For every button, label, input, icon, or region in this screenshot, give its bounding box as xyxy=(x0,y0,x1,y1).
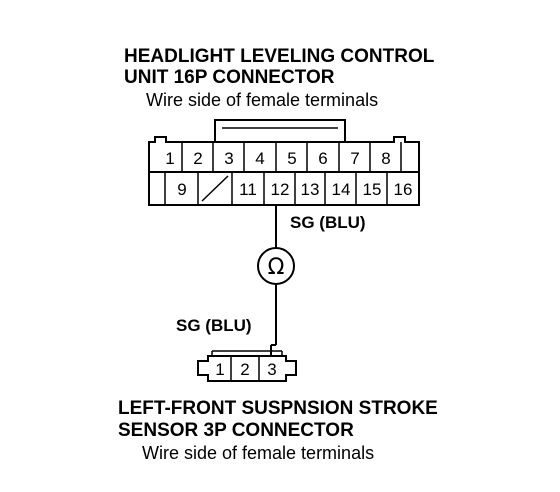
top-connector-title-line2: UNIT 16P CONNECTOR xyxy=(124,67,335,88)
pin-14: 14 xyxy=(332,180,351,199)
top-connector-title-line1: HEADLIGHT LEVELING CONTROL xyxy=(124,46,435,67)
connector-outline xyxy=(148,136,420,206)
pin-1: 1 xyxy=(165,149,174,168)
pin-3p-2: 2 xyxy=(240,360,249,379)
pin-15: 15 xyxy=(363,180,382,199)
unused-cavity-slash xyxy=(201,175,229,202)
bottom-connector-subtitle: Wire side of female terminals xyxy=(142,443,374,463)
ohm-icon: Ω xyxy=(268,255,285,280)
pin-8: 8 xyxy=(381,149,390,168)
bottom-connector-title-line2: SENSOR 3P CONNECTOR xyxy=(118,420,354,441)
pin-11: 11 xyxy=(239,180,257,199)
wire-top-label: SG (BLU) xyxy=(290,213,366,232)
pin-5: 5 xyxy=(287,149,296,168)
pin-3p-3: 3 xyxy=(267,360,276,379)
bottom-3p-connector: 1 2 3 xyxy=(197,350,297,382)
pin-9: 9 xyxy=(177,180,186,199)
bottom-connector-title-line1: LEFT-FRONT SUSPNSION STROKE xyxy=(118,398,438,419)
pin-3: 3 xyxy=(224,149,233,168)
pin-12: 12 xyxy=(271,180,290,199)
ohmmeter-symbol: Ω xyxy=(257,247,295,285)
pin-3p-1: 1 xyxy=(215,360,224,379)
connector-lock-tab xyxy=(214,119,346,142)
pin-7: 7 xyxy=(350,149,359,168)
wire-bottom-label: SG (BLU) xyxy=(176,316,252,335)
pin-2: 2 xyxy=(193,149,202,168)
pin-16: 16 xyxy=(394,180,413,199)
pin-6: 6 xyxy=(318,149,327,168)
pin-13: 13 xyxy=(301,180,320,199)
connector-3p-outline xyxy=(197,355,297,382)
pin-4: 4 xyxy=(255,149,264,168)
top-16p-connector: 1 2 3 4 5 6 7 8 9 11 12 13 14 15 16 xyxy=(148,119,420,206)
top-connector-subtitle: Wire side of female terminals xyxy=(146,90,378,110)
